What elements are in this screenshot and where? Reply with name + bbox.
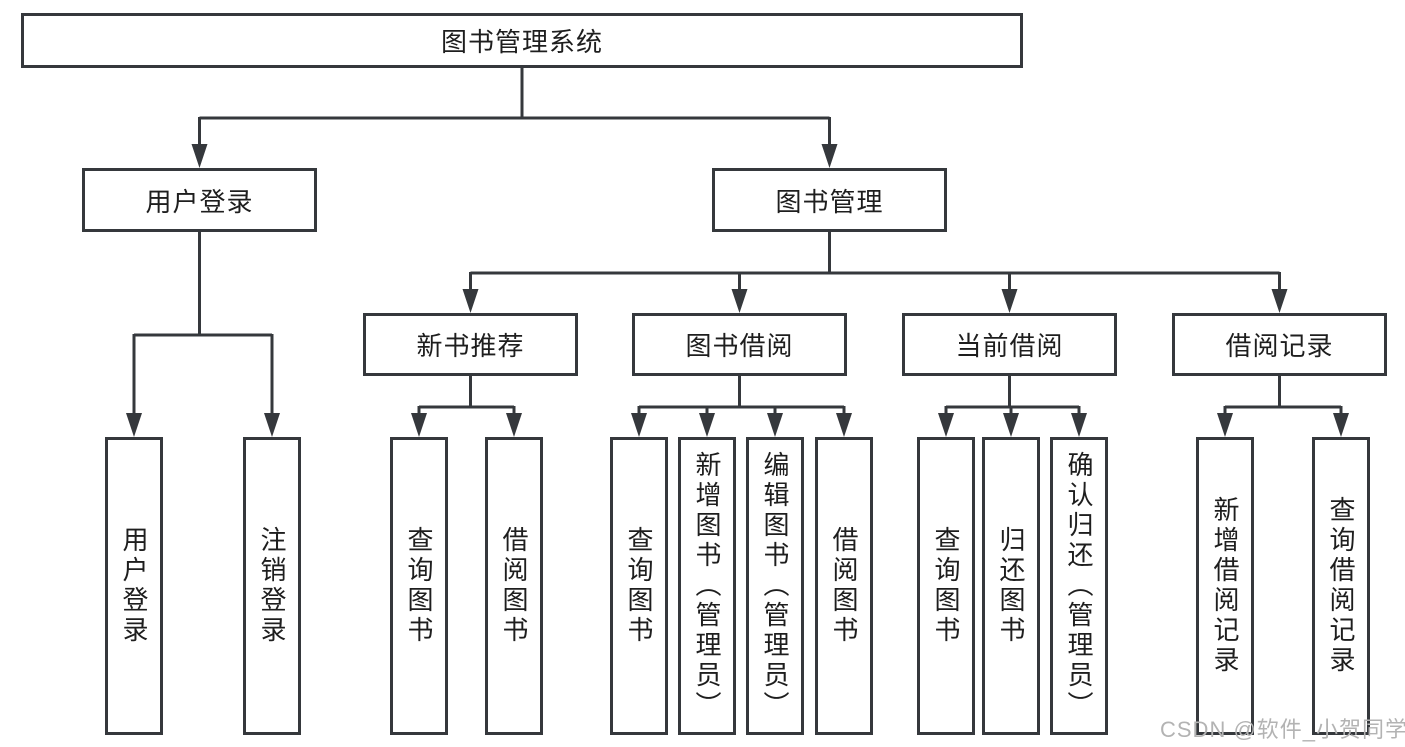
leaf-borrow-query-books-label: 查询图书 bbox=[624, 526, 654, 646]
leaf-current-confirm-return-admin-label: 确认归还（管理员） bbox=[1064, 451, 1094, 721]
leaf-records-query-record: 查询借阅记录 bbox=[1312, 437, 1370, 735]
leaf-recommend-borrow-books: 借阅图书 bbox=[485, 437, 543, 735]
node-book-management-label: 图书管理 bbox=[775, 186, 884, 217]
node-book-management: 图书管理 bbox=[712, 168, 947, 232]
leaf-user-login-label: 用户登录 bbox=[119, 526, 149, 646]
node-current-borrow: 当前借阅 bbox=[902, 313, 1117, 376]
node-book-borrow: 图书借阅 bbox=[632, 313, 847, 376]
csdn-watermark: CSDN @软件_小贺同学 bbox=[1160, 717, 1405, 742]
node-new-book-recommend: 新书推荐 bbox=[363, 313, 578, 376]
leaf-records-add-record-label: 新增借阅记录 bbox=[1210, 496, 1240, 676]
leaf-current-return-books: 归还图书 bbox=[982, 437, 1040, 735]
leaf-current-confirm-return-admin: 确认归还（管理员） bbox=[1050, 437, 1108, 735]
leaf-logout-label: 注销登录 bbox=[257, 526, 287, 646]
node-book-borrow-label: 图书借阅 bbox=[685, 331, 794, 361]
leaf-recommend-query-books: 查询图书 bbox=[390, 437, 448, 735]
leaf-user-login: 用户登录 bbox=[105, 437, 163, 735]
leaf-borrow-borrow-books-label: 借阅图书 bbox=[829, 526, 859, 646]
node-root-system: 图书管理系统 bbox=[21, 13, 1023, 68]
node-user-login: 用户登录 bbox=[82, 168, 317, 232]
leaf-recommend-borrow-books-label: 借阅图书 bbox=[499, 526, 529, 646]
leaf-current-query-books-label: 查询图书 bbox=[931, 526, 961, 646]
leaf-logout: 注销登录 bbox=[243, 437, 301, 735]
node-borrow-records-label: 借阅记录 bbox=[1225, 331, 1334, 361]
leaf-borrow-edit-books-admin-label: 编辑图书（管理员） bbox=[760, 451, 790, 721]
leaf-recommend-query-books-label: 查询图书 bbox=[404, 526, 434, 646]
leaf-borrow-add-books-admin: 新增图书（管理员） bbox=[678, 437, 736, 735]
leaf-borrow-borrow-books: 借阅图书 bbox=[815, 437, 873, 735]
node-user-login-label: 用户登录 bbox=[145, 186, 254, 217]
leaf-current-query-books: 查询图书 bbox=[917, 437, 975, 735]
leaf-borrow-add-books-admin-label: 新增图书（管理员） bbox=[692, 451, 722, 721]
leaf-borrow-query-books: 查询图书 bbox=[610, 437, 668, 735]
leaf-current-return-books-label: 归还图书 bbox=[996, 526, 1026, 646]
leaf-records-add-record: 新增借阅记录 bbox=[1196, 437, 1254, 735]
node-current-borrow-label: 当前借阅 bbox=[955, 331, 1064, 361]
leaf-borrow-edit-books-admin: 编辑图书（管理员） bbox=[746, 437, 804, 735]
node-borrow-records: 借阅记录 bbox=[1172, 313, 1387, 376]
node-new-book-recommend-label: 新书推荐 bbox=[416, 331, 525, 361]
leaf-records-query-record-label: 查询借阅记录 bbox=[1326, 496, 1356, 676]
node-root-label: 图书管理系统 bbox=[440, 27, 603, 57]
